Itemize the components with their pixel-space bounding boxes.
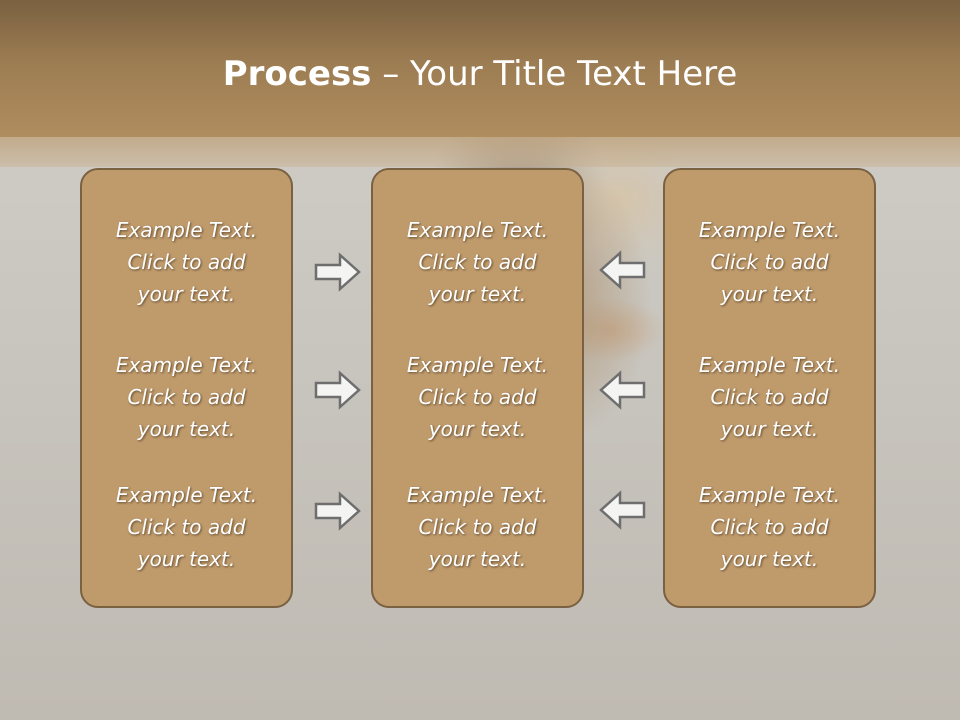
text-line: Click to add — [127, 250, 246, 274]
text-line: your text. — [137, 417, 236, 441]
text-line: your text. — [720, 547, 819, 571]
slide-title-rest: – Your Title Text Here — [371, 54, 738, 94]
slide-title[interactable]: Process – Your Title Text Here — [0, 52, 960, 96]
arrow-right-icon — [314, 370, 361, 410]
text-line: Click to add — [127, 385, 246, 409]
text-block[interactable]: Example Text. Click to add your text. — [82, 349, 291, 445]
text-line: Example Text. — [115, 353, 258, 377]
text-line: Example Text. — [698, 218, 841, 242]
arrow-left-icon — [599, 250, 646, 290]
arrow-right-icon — [314, 252, 361, 292]
text-line: your text. — [428, 547, 527, 571]
text-block[interactable]: Example Text. Click to add your text. — [82, 214, 291, 310]
process-box-center[interactable]: Example Text. Click to add your text. Ex… — [371, 168, 584, 608]
arrow-left-icon — [599, 490, 646, 530]
title-bar — [0, 0, 960, 137]
text-line: your text. — [720, 417, 819, 441]
text-block[interactable]: Example Text. Click to add your text. — [82, 479, 291, 575]
process-box-right[interactable]: Example Text. Click to add your text. Ex… — [663, 168, 876, 608]
text-line: Example Text. — [406, 353, 549, 377]
text-line: Click to add — [710, 515, 829, 539]
text-block[interactable]: Example Text. Click to add your text. — [665, 479, 874, 575]
text-line: Click to add — [710, 250, 829, 274]
text-line: Example Text. — [698, 483, 841, 507]
text-block[interactable]: Example Text. Click to add your text. — [373, 349, 582, 445]
text-line: Example Text. — [406, 218, 549, 242]
arrow-left-icon — [599, 370, 646, 410]
text-block[interactable]: Example Text. Click to add your text. — [373, 214, 582, 310]
text-line: Click to add — [710, 385, 829, 409]
text-line: Example Text. — [406, 483, 549, 507]
title-bar-strip — [0, 137, 960, 167]
text-block[interactable]: Example Text. Click to add your text. — [373, 479, 582, 575]
text-line: your text. — [720, 282, 819, 306]
text-line: Example Text. — [115, 218, 258, 242]
arrow-right-icon — [314, 491, 361, 531]
text-line: your text. — [428, 282, 527, 306]
text-line: Click to add — [418, 515, 537, 539]
text-block[interactable]: Example Text. Click to add your text. — [665, 349, 874, 445]
text-block[interactable]: Example Text. Click to add your text. — [665, 214, 874, 310]
text-line: your text. — [428, 417, 527, 441]
text-line: Click to add — [418, 385, 537, 409]
text-line: your text. — [137, 282, 236, 306]
text-line: Example Text. — [115, 483, 258, 507]
slide-title-bold: Process — [222, 54, 372, 94]
text-line: your text. — [137, 547, 236, 571]
text-line: Click to add — [418, 250, 537, 274]
text-line: Example Text. — [698, 353, 841, 377]
text-line: Click to add — [127, 515, 246, 539]
process-box-left[interactable]: Example Text. Click to add your text. Ex… — [80, 168, 293, 608]
